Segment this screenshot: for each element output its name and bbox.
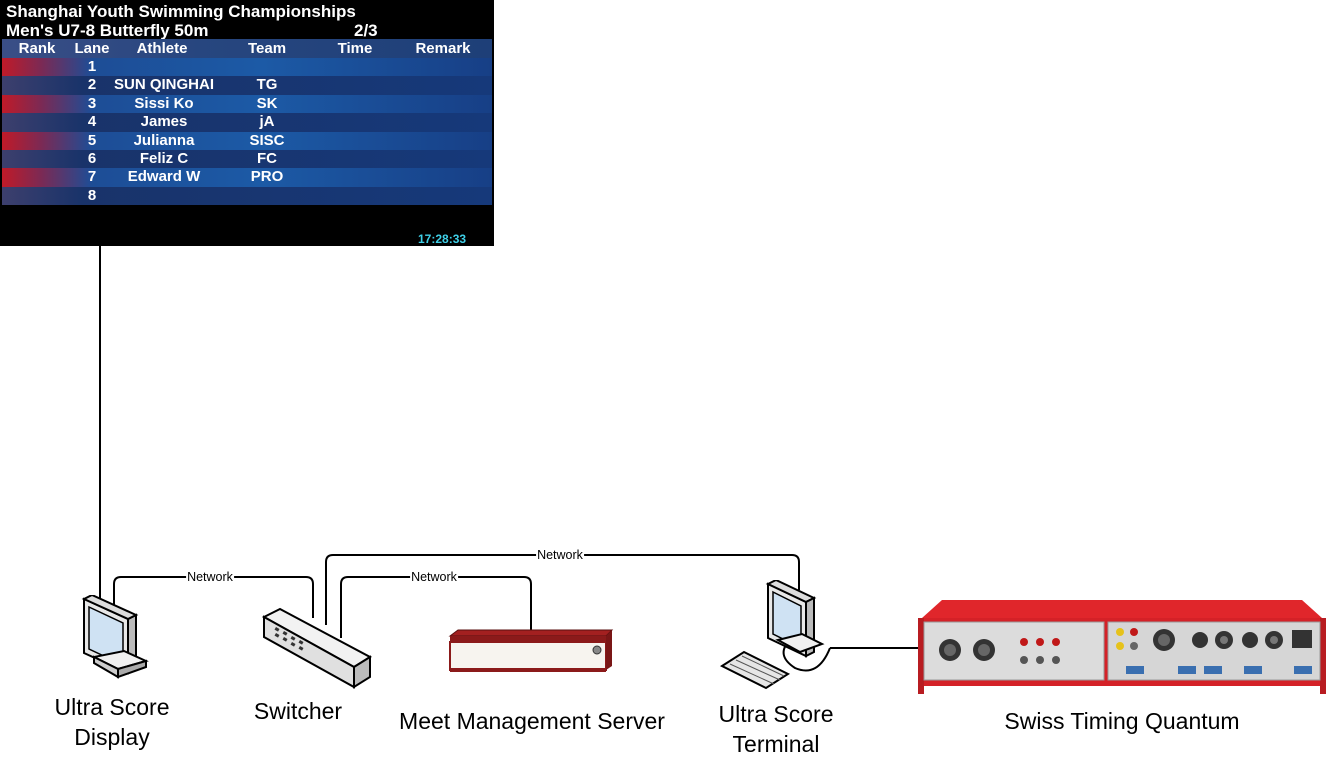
row-team: SISC [249, 131, 285, 149]
scoreboard-row: 3 Sissi Ko SK [2, 94, 492, 114]
col-time: Time [337, 40, 373, 57]
col-lane: Lane [74, 40, 110, 57]
scoreboard-row: 2 SUN QINGHAI TG [2, 76, 492, 95]
row-team: SK [256, 94, 278, 112]
quantum-label: Swiss Timing Quantum [1004, 708, 1240, 734]
row-team: jA [259, 113, 275, 131]
row-athlete: James [140, 113, 188, 131]
display-label-line1: Ultra Score [54, 694, 170, 720]
network-label-3: Network [536, 548, 584, 562]
scoreboard-row: 5 Julianna SISC [2, 131, 492, 150]
row-lane: 6 [87, 150, 97, 167]
scoreboard-row: 1 [2, 58, 492, 77]
scoreboard-row: 7 Edward W PRO [2, 168, 492, 187]
row-lane: 4 [87, 113, 97, 131]
row-team: PRO [250, 168, 284, 186]
col-team: Team [247, 40, 287, 57]
col-athlete: Athlete [136, 40, 188, 57]
terminal-cable [782, 639, 831, 672]
network-label-1: Network [186, 570, 234, 584]
scoreboard-header: Rank Lane Athlete Team Time Remark [2, 39, 492, 58]
row-athlete: Edward W [127, 168, 201, 186]
col-remark: Remark [415, 40, 471, 57]
scoreboard-event: Men's U7-8 Butterfly 50m [6, 21, 209, 40]
row-athlete: Sissi Ko [134, 94, 194, 112]
scoreboard-row: 4 James jA [2, 113, 492, 132]
row-lane: 1 [87, 58, 97, 75]
scoreboard-page: 2/3 [354, 21, 378, 40]
terminal-icon [719, 580, 825, 690]
row-lane: 2 [87, 76, 97, 94]
network-switch-icon [261, 607, 372, 689]
scoreboard-display: Shanghai Youth Swimming Championships Me… [0, 0, 494, 246]
switcher-label: Switcher [253, 698, 343, 724]
row-athlete: Feliz C [139, 150, 189, 167]
terminal-label-line1: Ultra Score [718, 701, 834, 727]
row-team: FC [257, 150, 277, 167]
display-label: Ultra Score Display [54, 692, 169, 752]
monitor-icon [81, 595, 149, 679]
row-lane: 8 [87, 186, 97, 204]
quantum-timer-icon [918, 600, 1326, 694]
scoreboard-clock: 17:28:33 [418, 232, 467, 246]
server-icon [448, 629, 614, 672]
display-label-line2: Display [74, 724, 150, 750]
row-lane: 7 [87, 168, 97, 186]
row-lane: 5 [87, 131, 97, 149]
scoreboard-row: 6 Feliz C FC [2, 150, 492, 169]
network-label-2: Network [410, 570, 458, 584]
scoreboard-row: 8 [2, 186, 492, 206]
col-rank: Rank [18, 40, 56, 57]
row-team: TG [256, 76, 278, 94]
row-lane: 3 [87, 94, 97, 112]
terminal-label: Ultra Score Terminal [718, 699, 833, 759]
row-athlete: SUN QINGHAI [114, 76, 214, 94]
row-athlete: Julianna [133, 131, 195, 149]
terminal-label-line2: Terminal [732, 731, 820, 757]
server-label: Meet Management Server [399, 708, 665, 734]
scoreboard-title: Shanghai Youth Swimming Championships [6, 2, 356, 21]
